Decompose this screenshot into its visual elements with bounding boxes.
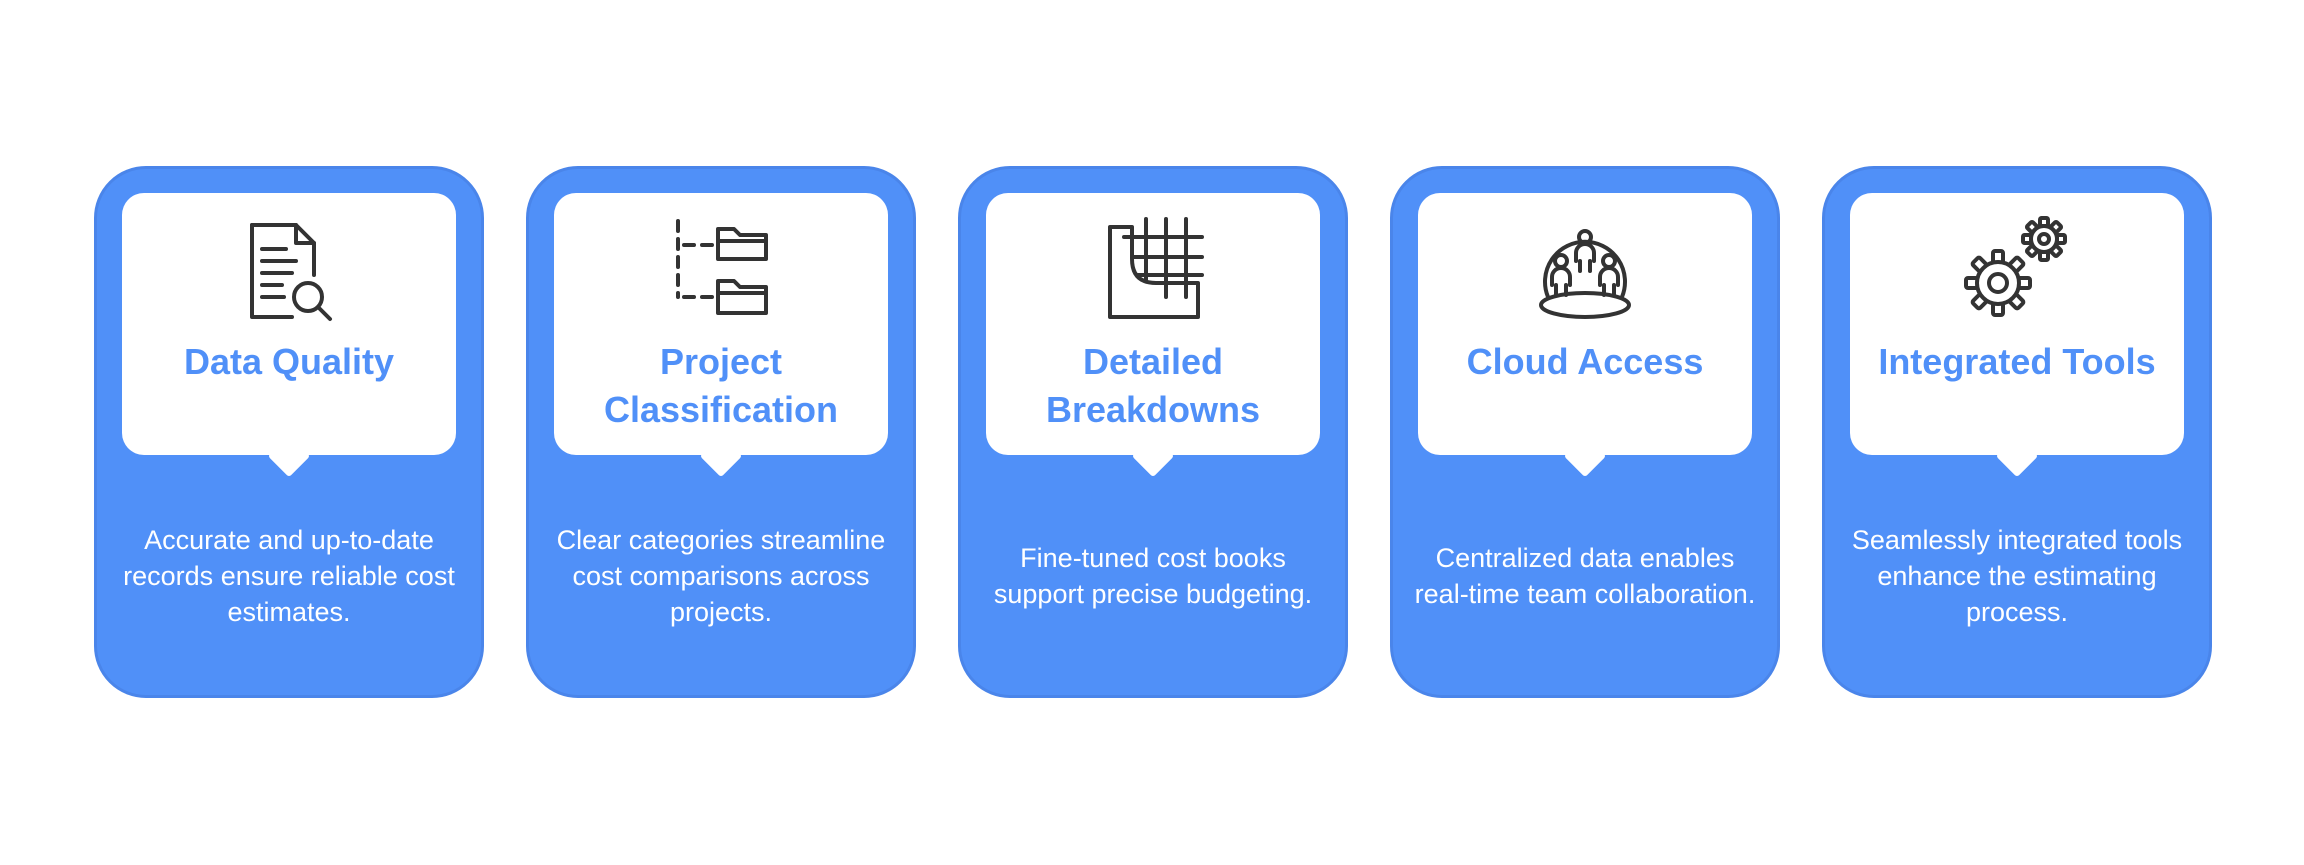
- card-description: Accurate and up-to-date records ensure r…: [123, 525, 455, 627]
- card-project-classification: Project Classification Clear categories …: [526, 166, 916, 698]
- card-header: Data Quality: [122, 193, 456, 478]
- card-header: Detailed Breakdowns: [986, 193, 1320, 478]
- card-title: Data Quality: [183, 341, 395, 382]
- card-data-quality: Data Quality Accurate and up-to-date rec…: [94, 166, 484, 698]
- card-description: Clear categories streamline cost compari…: [556, 525, 886, 627]
- card-title: Detailed Breakdowns: [1045, 341, 1261, 430]
- document-search-icon: [234, 213, 344, 323]
- card-header: Project Classification: [554, 193, 888, 478]
- card-title: Integrated Tools: [1878, 341, 2156, 382]
- card-cloud-access: Cloud Access Centralized data enables re…: [1390, 166, 1780, 698]
- card-description: Fine-tuned cost books support precise bu…: [993, 543, 1313, 609]
- card-header: Integrated Tools: [1850, 193, 2184, 478]
- cloud-team-icon: [1530, 213, 1640, 323]
- grid-breakdown-icon: [1098, 213, 1208, 323]
- card-title: Project Classification: [603, 341, 839, 430]
- card-header: Cloud Access: [1418, 193, 1752, 478]
- card-title: Cloud Access: [1466, 341, 1704, 382]
- feature-cards-row: Data Quality Accurate and up-to-date rec…: [94, 166, 2214, 698]
- card-detailed-breakdowns: Detailed Breakdowns Fine-tuned cost book…: [958, 166, 1348, 698]
- card-description: Centralized data enables real-time team …: [1414, 543, 1756, 609]
- gears-icon: [1962, 213, 2072, 323]
- folder-tree-icon: [666, 213, 776, 323]
- card-integrated-tools: Integrated Tools Seamlessly integrated t…: [1822, 166, 2212, 698]
- card-description: Seamlessly integrated tools enhance the …: [1851, 525, 2183, 627]
